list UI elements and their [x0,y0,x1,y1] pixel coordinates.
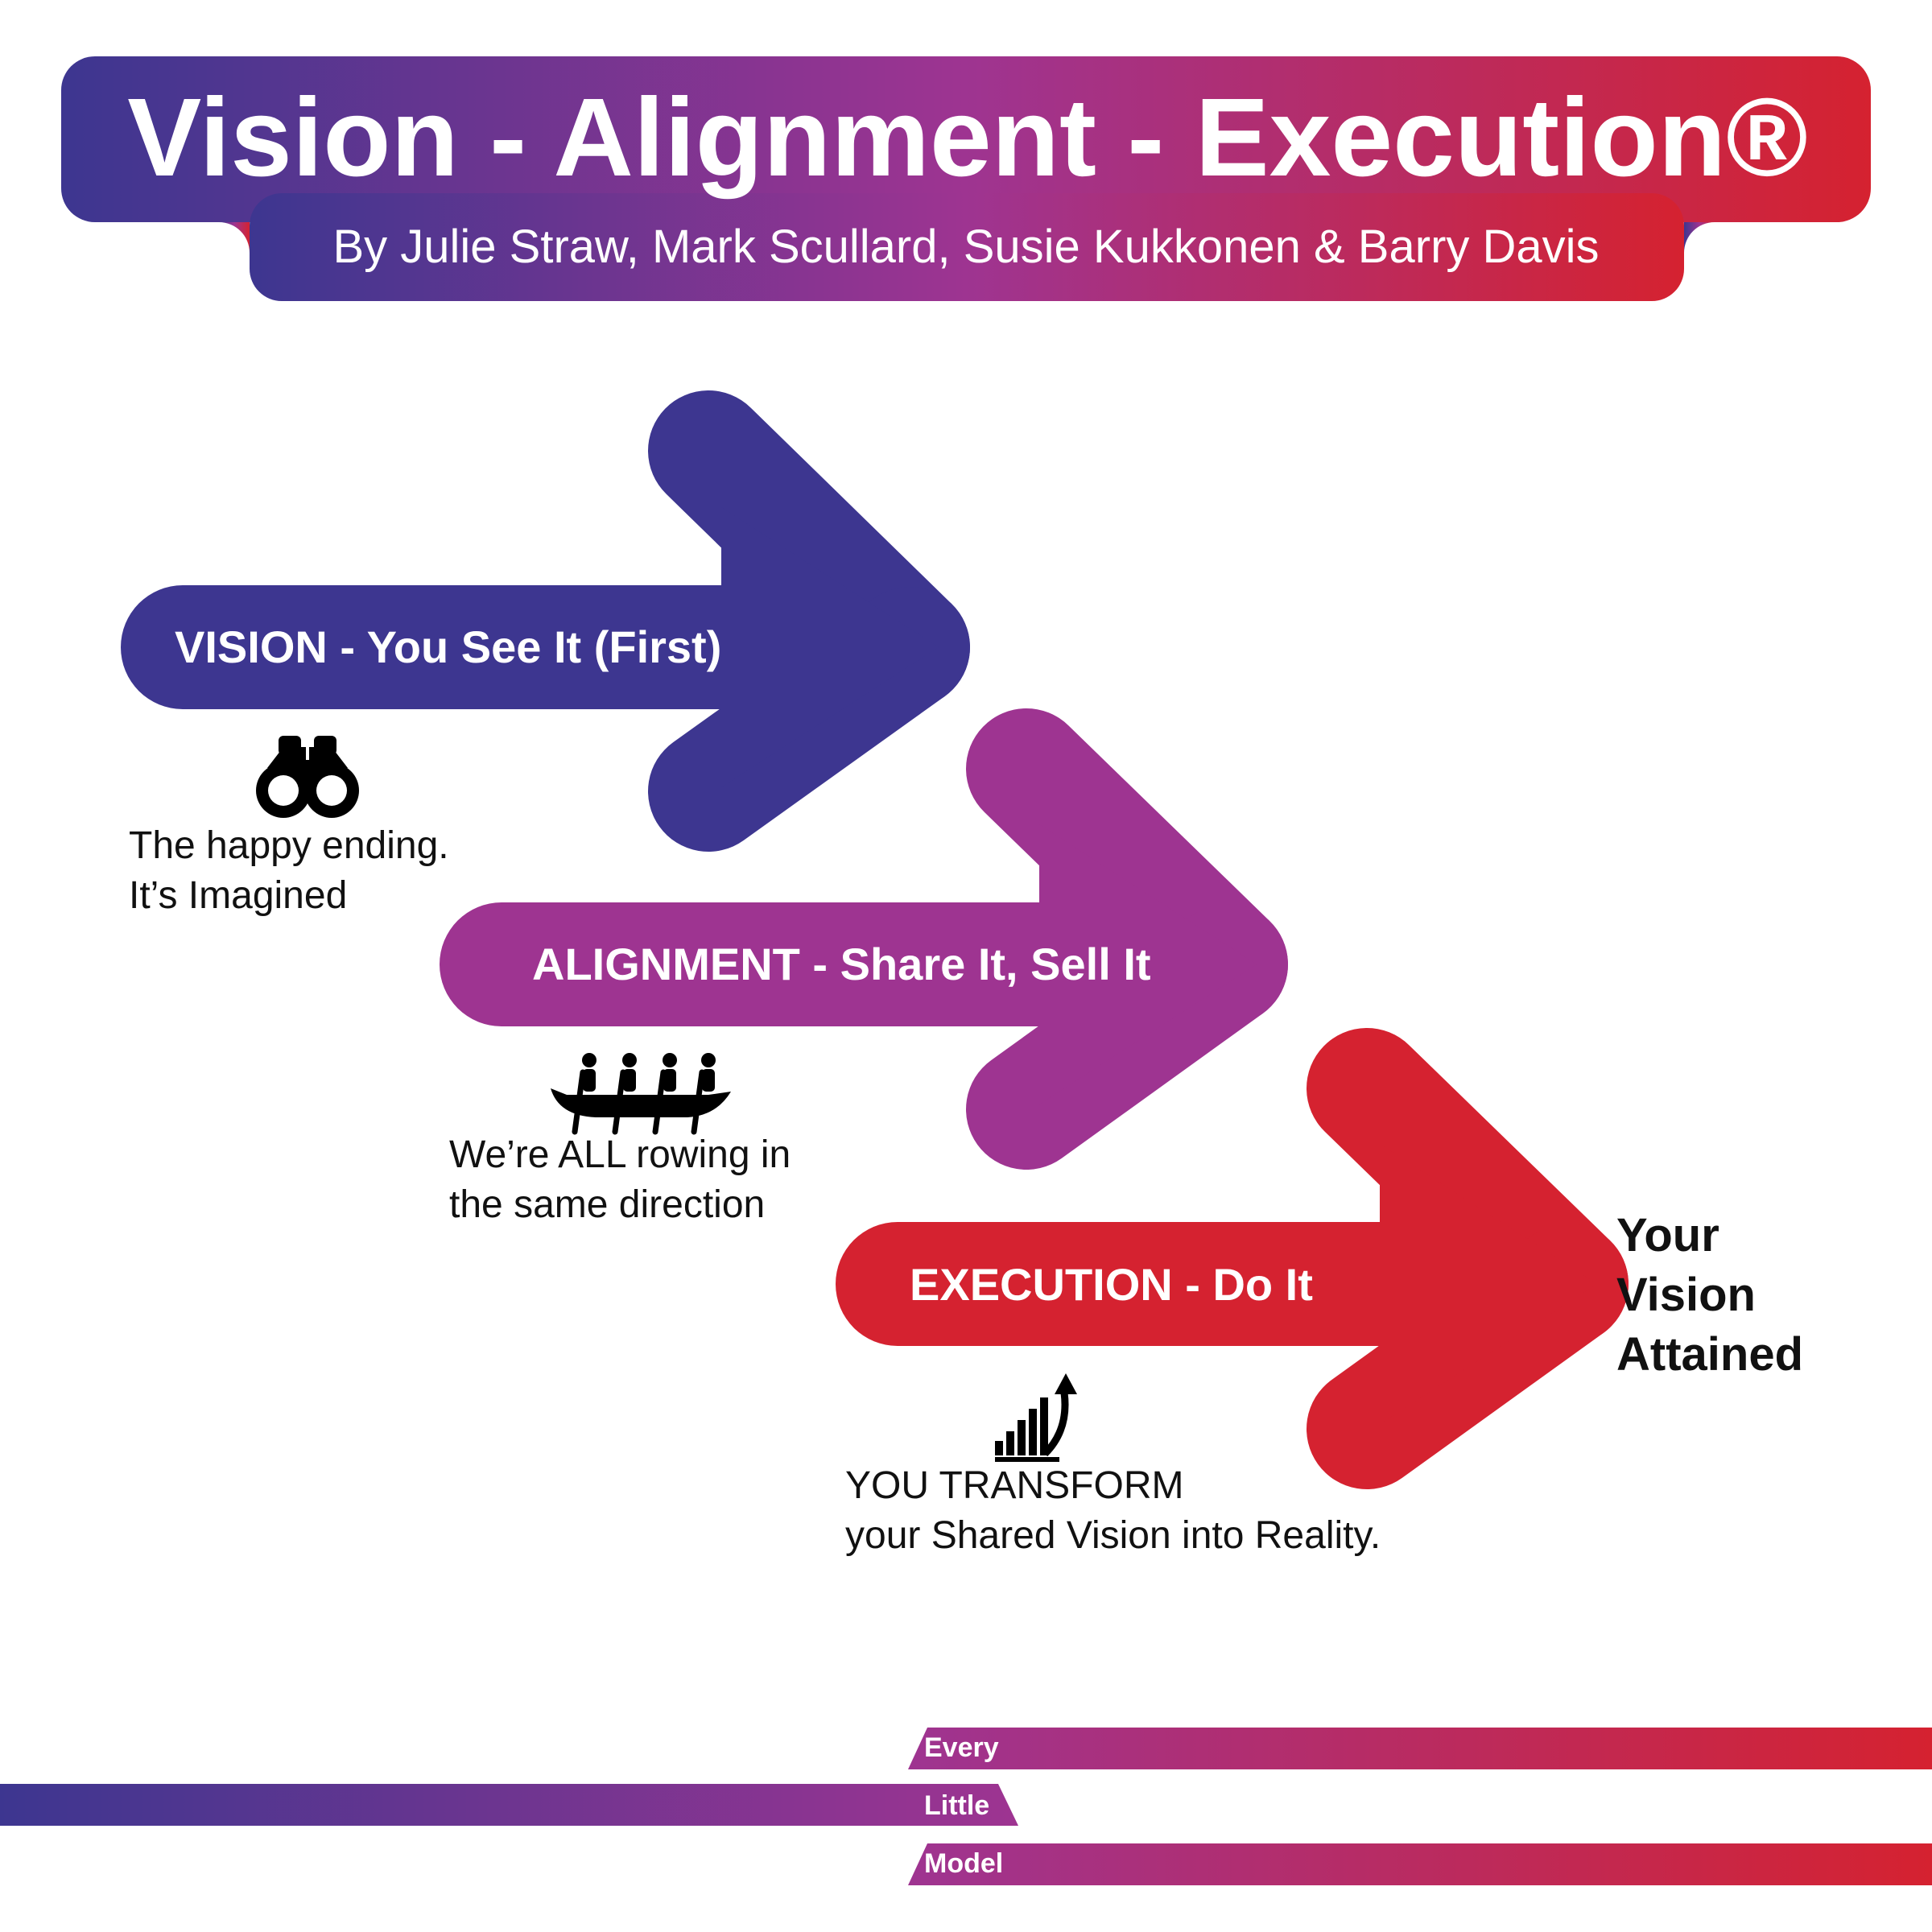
execution-step-label: EXECUTION - Do It [910,1259,1313,1310]
title-banner [61,56,1871,301]
vision-step-label: VISION - You See It (First) [175,621,721,672]
footer-word-little: Little [924,1790,989,1821]
growth-chart-icon [995,1373,1077,1462]
alignment-step-label: ALIGNMENT - Share It, Sell It [532,939,1151,989]
footer-word-model: Model [924,1848,1003,1879]
alignment-caption-line: the same direction [449,1183,766,1226]
execution-caption-line: your Shared Vision into Reality. [845,1514,1381,1557]
byline: By Julie Straw, Mark Scullard, Susie Kuk… [332,221,1599,273]
vision-caption: The happy ending. It’s Imagined [129,821,449,921]
alignment-arrow [440,708,1288,1170]
alignment-caption: We’re ALL rowing in the same direction [449,1130,791,1230]
execution-caption: YOU TRANSFORM your Shared Vision into Re… [845,1461,1381,1561]
goal-text: Your Vision Attained [1616,1206,1803,1385]
vision-caption-line: The happy ending. [129,824,449,867]
vision-caption-line: It’s Imagined [129,874,348,917]
alignment-caption-line: We’re ALL rowing in [449,1133,791,1176]
binoculars-icon [256,736,359,818]
page-title: Vision - Alignment - Execution® [127,76,1808,200]
goal-line: Your [1616,1209,1719,1261]
vision-arrow [121,390,970,852]
footer-bands [0,1728,1932,1885]
goal-line: Vision [1616,1269,1756,1321]
execution-caption-line: YOU TRANSFORM [845,1464,1184,1507]
footer-word-every: Every [924,1732,999,1763]
goal-line: Attained [1616,1328,1803,1381]
execution-arrow [836,1028,1629,1489]
rowing-team-icon [551,1053,731,1135]
